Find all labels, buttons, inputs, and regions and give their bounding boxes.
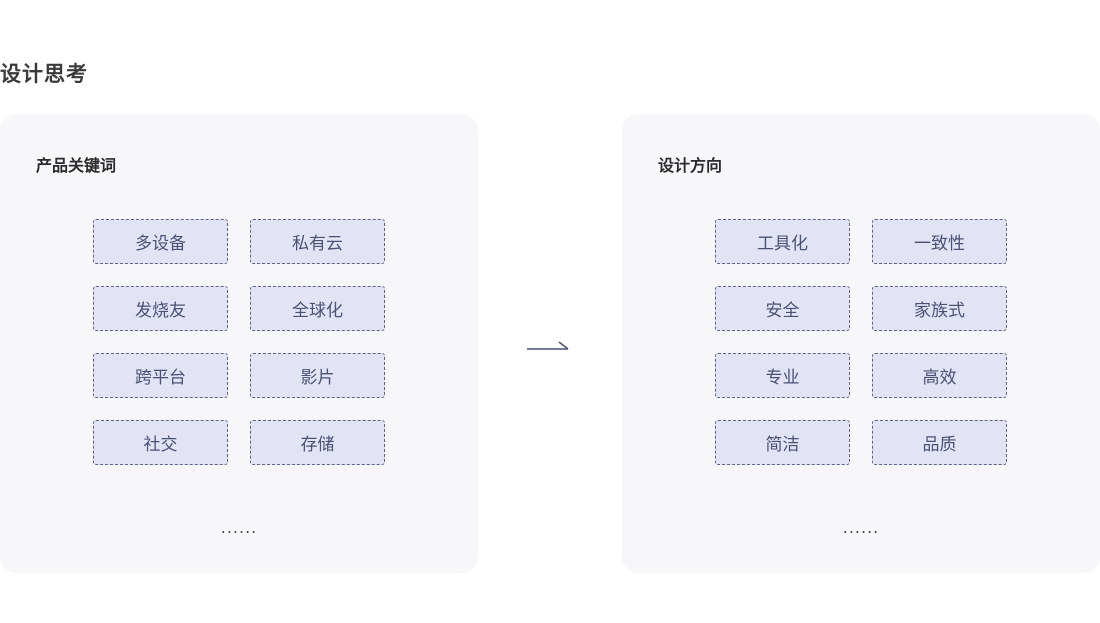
keyword-tag: 跨平台 xyxy=(93,353,228,398)
direction-tag: 简洁 xyxy=(715,420,850,465)
keyword-tag: 私有云 xyxy=(250,219,385,264)
design-direction-panel: 设计方向 工具化 一致性 安全 家族式 专业 高效 简洁 品质 ...... xyxy=(622,114,1100,573)
keyword-tag: 影片 xyxy=(250,353,385,398)
product-keywords-panel: 产品关键词 多设备 私有云 发烧友 全球化 跨平台 影片 社交 存储 .....… xyxy=(0,114,478,573)
direction-tag: 品质 xyxy=(872,420,1007,465)
direction-tag: 工具化 xyxy=(715,219,850,264)
direction-tag: 专业 xyxy=(715,353,850,398)
keyword-tag: 存储 xyxy=(250,420,385,465)
keyword-tag-grid: 多设备 私有云 发烧友 全球化 跨平台 影片 社交 存储 xyxy=(93,219,385,465)
direction-tag: 安全 xyxy=(715,286,850,331)
direction-tag: 家族式 xyxy=(872,286,1007,331)
page-title: 设计思考 xyxy=(0,62,88,86)
direction-tag: 高效 xyxy=(872,353,1007,398)
direction-tag: 一致性 xyxy=(872,219,1007,264)
keyword-tag: 发烧友 xyxy=(93,286,228,331)
keyword-tag: 社交 xyxy=(93,420,228,465)
panel-title-direction: 设计方向 xyxy=(658,156,723,175)
keyword-tag: 多设备 xyxy=(93,219,228,264)
keyword-tag: 全球化 xyxy=(250,286,385,331)
right-arrow-icon xyxy=(527,341,569,350)
more-ellipsis: ...... xyxy=(220,518,258,537)
direction-tag-grid: 工具化 一致性 安全 家族式 专业 高效 简洁 品质 xyxy=(715,219,1007,465)
more-ellipsis: ...... xyxy=(842,518,880,537)
panel-title-keywords: 产品关键词 xyxy=(36,156,117,175)
